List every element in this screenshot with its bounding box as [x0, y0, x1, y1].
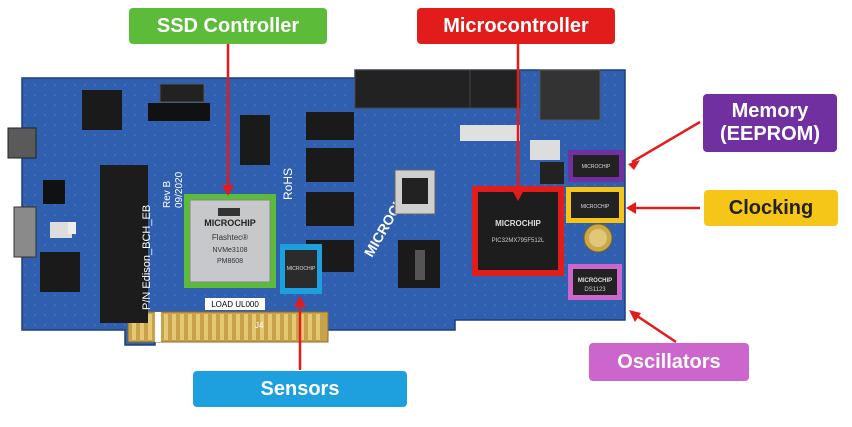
mcu-model-text: PIC32MX795F512L: [492, 238, 545, 244]
nand-chips: [240, 112, 354, 272]
rev-text: Rev B: [162, 180, 173, 208]
sensor-brand-text: MICROCHIP: [287, 266, 316, 272]
j-label-text: J4: [255, 321, 264, 330]
coin-cell-battery: [583, 223, 613, 253]
ssd-controller-chip: MICROCHIP Flashtec® NVMe3108 PM8608: [184, 194, 276, 288]
middle-components: [354, 69, 601, 288]
ssd-chip-line3: PM8608: [217, 258, 243, 265]
sensor-chip: MICROCHIP: [280, 244, 322, 294]
ssd-brand-text: MICROCHIP: [204, 218, 256, 228]
memory-label-line2: (EEPROM): [720, 123, 820, 145]
sensors-label: Sensors: [193, 371, 407, 407]
microcontroller-label: Microcontroller: [417, 8, 615, 44]
load-label-text: LOAD UL000: [211, 300, 259, 309]
clocking-chip: MICROCHIP: [566, 187, 624, 223]
eeprom-brand-text: MICROCHIP: [582, 164, 611, 170]
clocking-label-text: Clocking: [728, 196, 814, 219]
ssd-chip-line2: NVMe3108: [212, 247, 247, 254]
osc-brand-text: MICROCHIP: [578, 278, 612, 284]
microcontroller-chip: MICROCHIP PIC32MX795F512L: [472, 186, 564, 276]
ssd-controller-label: SSD Controller: [129, 8, 327, 44]
date-text: 09/2020: [174, 171, 185, 208]
ssd-chip-line1: Flashtec®: [212, 233, 248, 242]
clocking-label: Clocking: [704, 190, 838, 226]
ssd-controller-label-text: SSD Controller: [156, 14, 300, 37]
oscillator-chip: MICROCHIP DS1123: [568, 264, 622, 300]
part-number-text: P/N Edison_BCH_EB: [141, 205, 153, 310]
clock-brand-text: MICROCHIP: [581, 204, 610, 210]
rohs-text: RoHS: [281, 168, 295, 200]
sensors-label-text: Sensors: [260, 377, 340, 400]
microcontroller-label-text: Microcontroller: [443, 14, 589, 37]
eeprom-chip: MICROCHIP: [568, 150, 624, 182]
oscillators-label-text: Oscillators: [617, 350, 721, 373]
left-components: [7, 83, 210, 323]
memory-label: Memory (EEPROM): [703, 94, 837, 152]
pointer-arrows: [222, 44, 701, 370]
mcu-brand-text: MICROCHIP: [495, 219, 541, 228]
memory-label-line1: Memory: [731, 100, 809, 122]
osc-model-text: DS1123: [584, 287, 606, 293]
oscillators-label: Oscillators: [589, 343, 749, 381]
